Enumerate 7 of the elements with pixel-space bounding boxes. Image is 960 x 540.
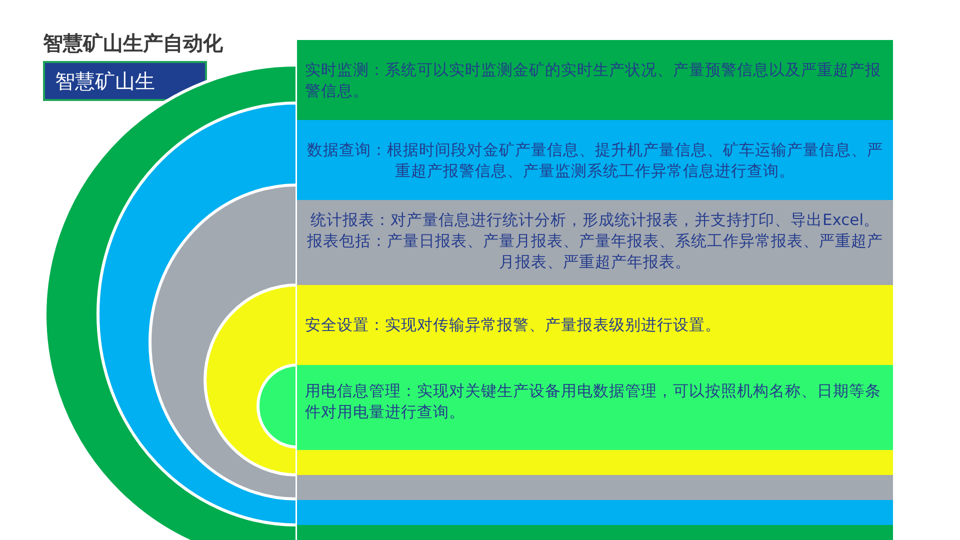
description-text: 安全设置：实现对传输异常报警、产量报表级别进行设置。	[305, 315, 722, 336]
description-text: 实时监测：系统可以实时监测金矿的实时生产状况、产量预警信息以及严重超产报警信息。	[305, 60, 882, 102]
slide-title: 智慧矿山生产自动化	[43, 30, 223, 57]
description-text: 用电信息管理：实现对关键生产设备用电数据管理，可以按照机构名称、日期等条件对用电量进行查询。	[305, 381, 882, 423]
description-text: 数据查询：根据时间段对金矿产量信息、提升机产量信息、矿车运输产量信息、严重超产报警信息、产量监测系统工作异常信息进行查询。	[306, 140, 884, 182]
subtitle-banner: 智慧矿山生	[43, 61, 207, 101]
description-text: 统计报表：对产量信息进行统计分析，形成统计报表，并支持打印、导出Excel。报表包括：产量日报表、产量月报表、产量年报表、系统工作异常报表、严重超产月报表、严重超产年报表。	[306, 210, 884, 273]
